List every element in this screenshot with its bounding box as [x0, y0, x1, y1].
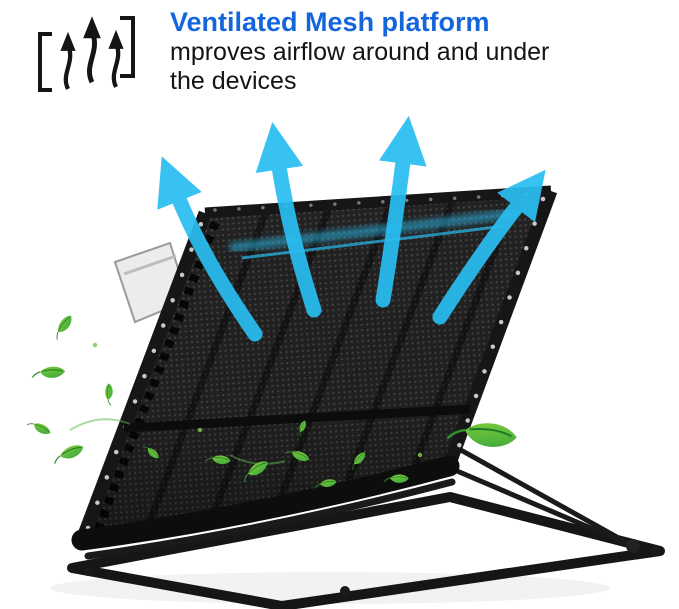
airflow-glow: [229, 208, 516, 260]
airflow-up-icon: [38, 16, 135, 92]
leaf-icon: [48, 313, 79, 341]
leaves: [26, 313, 520, 492]
adjustment-holes: [85, 192, 546, 531]
base-frame: [67, 492, 665, 609]
subtitle-line-2: the devices: [170, 67, 297, 95]
page-title: Ventilated Mesh platform: [170, 7, 490, 37]
header: Ventilated Mesh platform mproves airflow…: [170, 6, 670, 96]
crossbar: [123, 404, 471, 433]
airflow-arrow: [255, 122, 322, 318]
airflow-arrow: [157, 156, 263, 342]
airflow-arrow: [432, 169, 546, 325]
leaf-icon: [31, 360, 67, 386]
subtitle-line-1: mproves airflow around and under: [170, 38, 550, 66]
leaf-icon: [52, 443, 86, 465]
leaf-icon: [26, 415, 53, 441]
airflow-arrow: [375, 115, 427, 308]
leaf-icon: [100, 382, 119, 406]
mesh-panel: [71, 185, 558, 560]
mesh-ribs: [144, 191, 520, 529]
airflow-arrows: [157, 115, 546, 342]
